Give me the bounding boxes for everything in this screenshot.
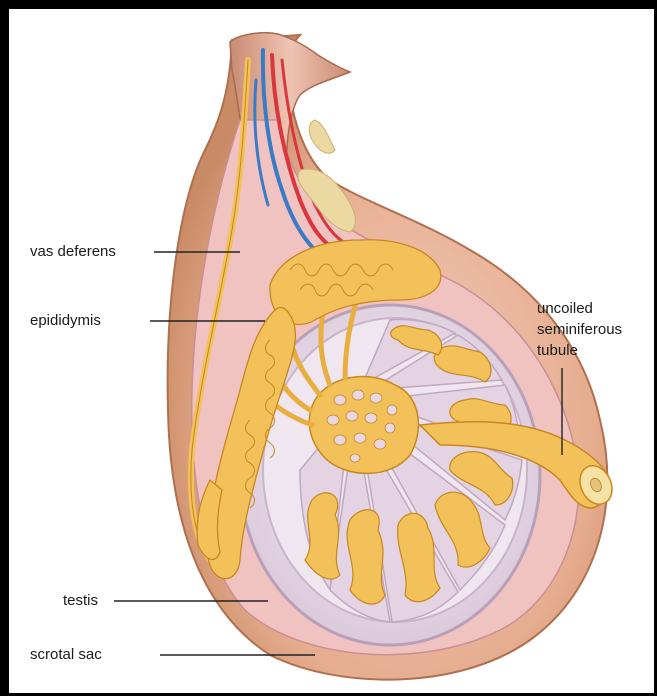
label-line: uncoiled — [537, 298, 622, 319]
label-epididymis: epididymis — [30, 312, 101, 330]
label-scrotal-sac: scrotal sac — [30, 646, 102, 664]
label-line: tubule — [537, 340, 622, 361]
label-testis: testis — [63, 592, 98, 610]
label-vas-deferens: vas deferens — [30, 243, 116, 261]
label-line: seminiferous — [537, 319, 622, 340]
rete-testis — [309, 377, 418, 474]
label-uncoiled-seminiferous-tubule: uncoiled seminiferous tubule — [537, 298, 622, 361]
